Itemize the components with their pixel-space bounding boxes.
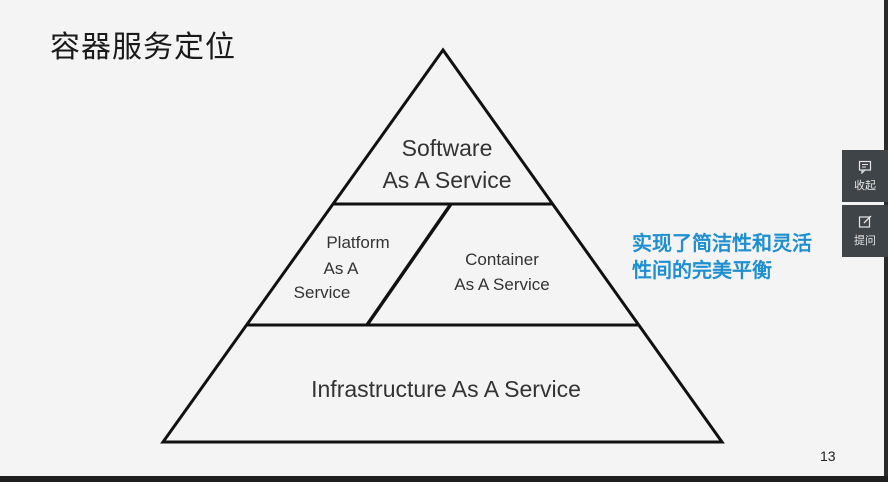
caas-label-line1: Container <box>465 250 539 269</box>
ask-question-button[interactable]: 提问 <box>842 205 888 257</box>
saas-label-line2: As A Service <box>382 167 511 193</box>
paas-label-line1: Platform <box>326 233 389 252</box>
caas-label-line2: As A Service <box>454 275 549 294</box>
comment-icon <box>858 160 872 174</box>
paas-label-line2: As A <box>324 259 360 278</box>
pyramid-divider-diagonal <box>365 203 453 326</box>
pyramid-outline <box>160 47 725 444</box>
iaas-label: Infrastructure As A Service <box>311 376 581 402</box>
saas-label-line1: Software <box>402 135 493 161</box>
ask-question-label: 提问 <box>854 233 876 247</box>
edit-icon <box>858 215 872 228</box>
bottom-bar <box>0 476 888 482</box>
collapse-button[interactable]: 收起 <box>842 150 888 202</box>
collapse-label: 收起 <box>854 178 876 192</box>
highlight-text: 实现了简洁性和灵活性间的完美平衡 <box>632 231 812 282</box>
slide-title: 容器服务定位 <box>50 30 236 65</box>
paas-label-line3: Service <box>294 283 351 302</box>
page-number: 13 <box>820 448 836 464</box>
